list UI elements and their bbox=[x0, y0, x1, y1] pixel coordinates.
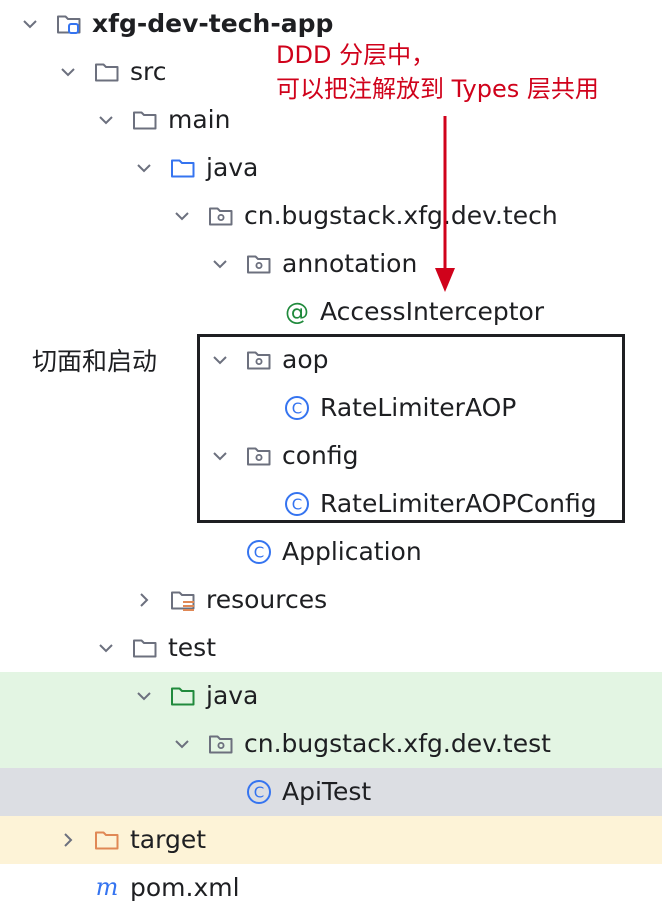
tree-item-label: config bbox=[282, 441, 359, 470]
chevron-down-icon[interactable] bbox=[210, 446, 230, 466]
chevron-right-icon[interactable] bbox=[134, 590, 154, 610]
tree-item-label: RateLimiterAOP bbox=[320, 393, 517, 422]
tree-item-label: cn.bugstack.xfg.dev.test bbox=[244, 729, 551, 758]
tree-item-label: target bbox=[130, 825, 207, 854]
tree-row-application[interactable]: C Application bbox=[0, 528, 662, 576]
tree-row-main[interactable]: main bbox=[0, 96, 662, 144]
excluded-folder-icon bbox=[94, 827, 120, 853]
package-icon bbox=[246, 251, 272, 277]
aop-config-highlight-box bbox=[197, 334, 625, 523]
tree-item-label: java bbox=[206, 681, 259, 710]
tree-item-label: aop bbox=[282, 345, 329, 374]
tree-item-label: cn.bugstack.xfg.dev.tech bbox=[244, 201, 558, 230]
tree-row-pom-xml[interactable]: m pom.xml bbox=[0, 864, 662, 912]
ddd-annotation-note: DDD 分层中， 可以把注解放到 Types 层共用 bbox=[276, 38, 599, 106]
aspect-and-startup-note: 切面和启动 bbox=[32, 347, 158, 376]
tree-item-label: resources bbox=[206, 585, 328, 614]
class-icon: C bbox=[284, 491, 310, 517]
tree-item-label: RateLimiterAOPConfig bbox=[320, 489, 597, 518]
chevron-down-icon[interactable] bbox=[96, 110, 116, 130]
tree-row-resources[interactable]: resources bbox=[0, 576, 662, 624]
chevron-down-icon[interactable] bbox=[210, 350, 230, 370]
tree-row-apitest[interactable]: C ApiTest bbox=[0, 768, 662, 816]
tree-item-label: src bbox=[130, 57, 167, 86]
tree-row-ratelimiteraop[interactable]: C RateLimiterAOP bbox=[0, 384, 662, 432]
chevron-down-icon[interactable] bbox=[134, 686, 154, 706]
tree-row-cn-bugstack-xfg-dev-test[interactable]: cn.bugstack.xfg.dev.test bbox=[0, 720, 662, 768]
ddd-annotation-line-1: DDD 分层中， bbox=[276, 41, 436, 69]
folder-icon bbox=[132, 635, 158, 661]
tree-row-annotation[interactable]: annotation bbox=[0, 240, 662, 288]
svg-text:@: @ bbox=[285, 299, 309, 325]
svg-text:C: C bbox=[292, 496, 302, 514]
maven-icon: m bbox=[94, 875, 120, 901]
test-root-folder-icon bbox=[170, 683, 196, 709]
tree-row-aop[interactable]: aop bbox=[0, 336, 662, 384]
tree-item-label: main bbox=[168, 105, 231, 134]
tree-item-label: annotation bbox=[282, 249, 418, 278]
annotation-icon: @ bbox=[284, 299, 310, 325]
tree-item-label: Application bbox=[282, 537, 422, 566]
class-icon: C bbox=[284, 395, 310, 421]
tree-row-java[interactable]: java bbox=[0, 144, 662, 192]
tree-item-label: ApiTest bbox=[282, 777, 372, 806]
ddd-annotation-line-2: 可以把注解放到 Types 层共用 bbox=[276, 75, 599, 103]
svg-text:C: C bbox=[292, 400, 302, 418]
chevron-right-icon[interactable] bbox=[58, 830, 78, 850]
class-icon: C bbox=[246, 779, 272, 805]
tree-row-xfg-dev-tech-app[interactable]: xfg-dev-tech-app bbox=[0, 0, 662, 48]
tree-row-accessinterceptor[interactable]: @ AccessInterceptor bbox=[0, 288, 662, 336]
svg-text:C: C bbox=[254, 544, 264, 562]
package-icon bbox=[208, 203, 234, 229]
chevron-down-icon[interactable] bbox=[20, 14, 40, 34]
package-icon bbox=[246, 443, 272, 469]
tree-item-label: java bbox=[206, 153, 259, 182]
chevron-down-icon[interactable] bbox=[172, 734, 192, 754]
chevron-down-icon[interactable] bbox=[58, 62, 78, 82]
resources-folder-icon bbox=[170, 587, 196, 613]
tree-row-ratelimiteraopconfig[interactable]: C RateLimiterAOPConfig bbox=[0, 480, 662, 528]
folder-icon bbox=[94, 59, 120, 85]
chevron-down-icon[interactable] bbox=[134, 158, 154, 178]
chevron-down-icon[interactable] bbox=[210, 254, 230, 274]
source-root-folder-icon bbox=[170, 155, 196, 181]
tree-item-label: pom.xml bbox=[130, 873, 240, 902]
svg-text:m: m bbox=[96, 875, 119, 901]
tree-row-test[interactable]: test bbox=[0, 624, 662, 672]
class-icon: C bbox=[246, 539, 272, 565]
tree-row-src[interactable]: src bbox=[0, 48, 662, 96]
svg-text:C: C bbox=[254, 784, 264, 802]
package-icon bbox=[208, 731, 234, 757]
tree-item-label: AccessInterceptor bbox=[320, 297, 545, 326]
folder-icon bbox=[132, 107, 158, 133]
tree-row-target[interactable]: target bbox=[0, 816, 662, 864]
package-icon bbox=[246, 347, 272, 373]
tree-row-config[interactable]: config bbox=[0, 432, 662, 480]
tree-item-label: test bbox=[168, 633, 217, 662]
chevron-down-icon[interactable] bbox=[172, 206, 192, 226]
tree-item-label: xfg-dev-tech-app bbox=[92, 9, 334, 38]
annotation-arrow bbox=[435, 116, 455, 292]
tree-row-cn-bugstack-xfg-dev-tech[interactable]: cn.bugstack.xfg.dev.tech bbox=[0, 192, 662, 240]
module-folder-icon bbox=[56, 11, 82, 37]
tree-row-java[interactable]: java bbox=[0, 672, 662, 720]
chevron-down-icon[interactable] bbox=[96, 638, 116, 658]
